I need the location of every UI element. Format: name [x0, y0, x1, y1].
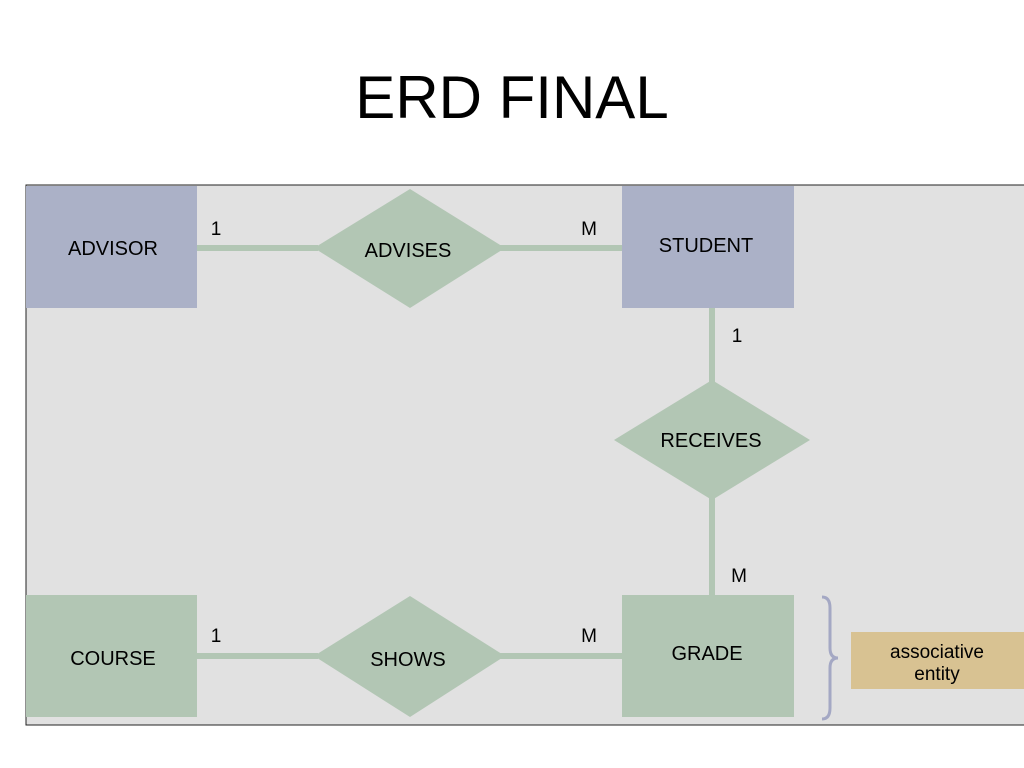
cardinality-student-receives: 1 — [732, 326, 743, 347]
relationship-shows — [314, 596, 505, 717]
entity-course-label: COURSE — [70, 648, 156, 670]
cardinality-course-shows: 1 — [211, 626, 222, 647]
relationship-receives — [614, 380, 810, 500]
relationship-shows-label: SHOWS — [370, 649, 446, 671]
associative-entity-note-line2: entity — [914, 664, 960, 685]
entity-grade-label: GRADE — [671, 643, 742, 665]
associative-bracket — [821, 595, 839, 721]
entity-student-label: STUDENT — [659, 235, 753, 257]
relationship-advises — [314, 189, 505, 308]
entity-course — [26, 595, 197, 717]
cardinality-receives-grade: M — [731, 566, 747, 587]
cardinality-shows-grade: M — [581, 626, 597, 647]
entity-grade — [622, 595, 794, 717]
entity-advisor — [26, 186, 197, 308]
entity-advisor-label: ADVISOR — [68, 238, 158, 260]
slide-title: ERD FINAL — [355, 64, 669, 131]
associative-entity-note-line1: associative — [890, 642, 984, 663]
relationship-receives-label: RECEIVES — [660, 430, 761, 452]
entity-student — [622, 186, 794, 308]
associative-entity-note — [851, 632, 1024, 689]
cardinality-advisor-advises: 1 — [211, 219, 222, 240]
cardinality-advises-student: M — [581, 219, 597, 240]
relationship-advises-label: ADVISES — [365, 240, 452, 262]
